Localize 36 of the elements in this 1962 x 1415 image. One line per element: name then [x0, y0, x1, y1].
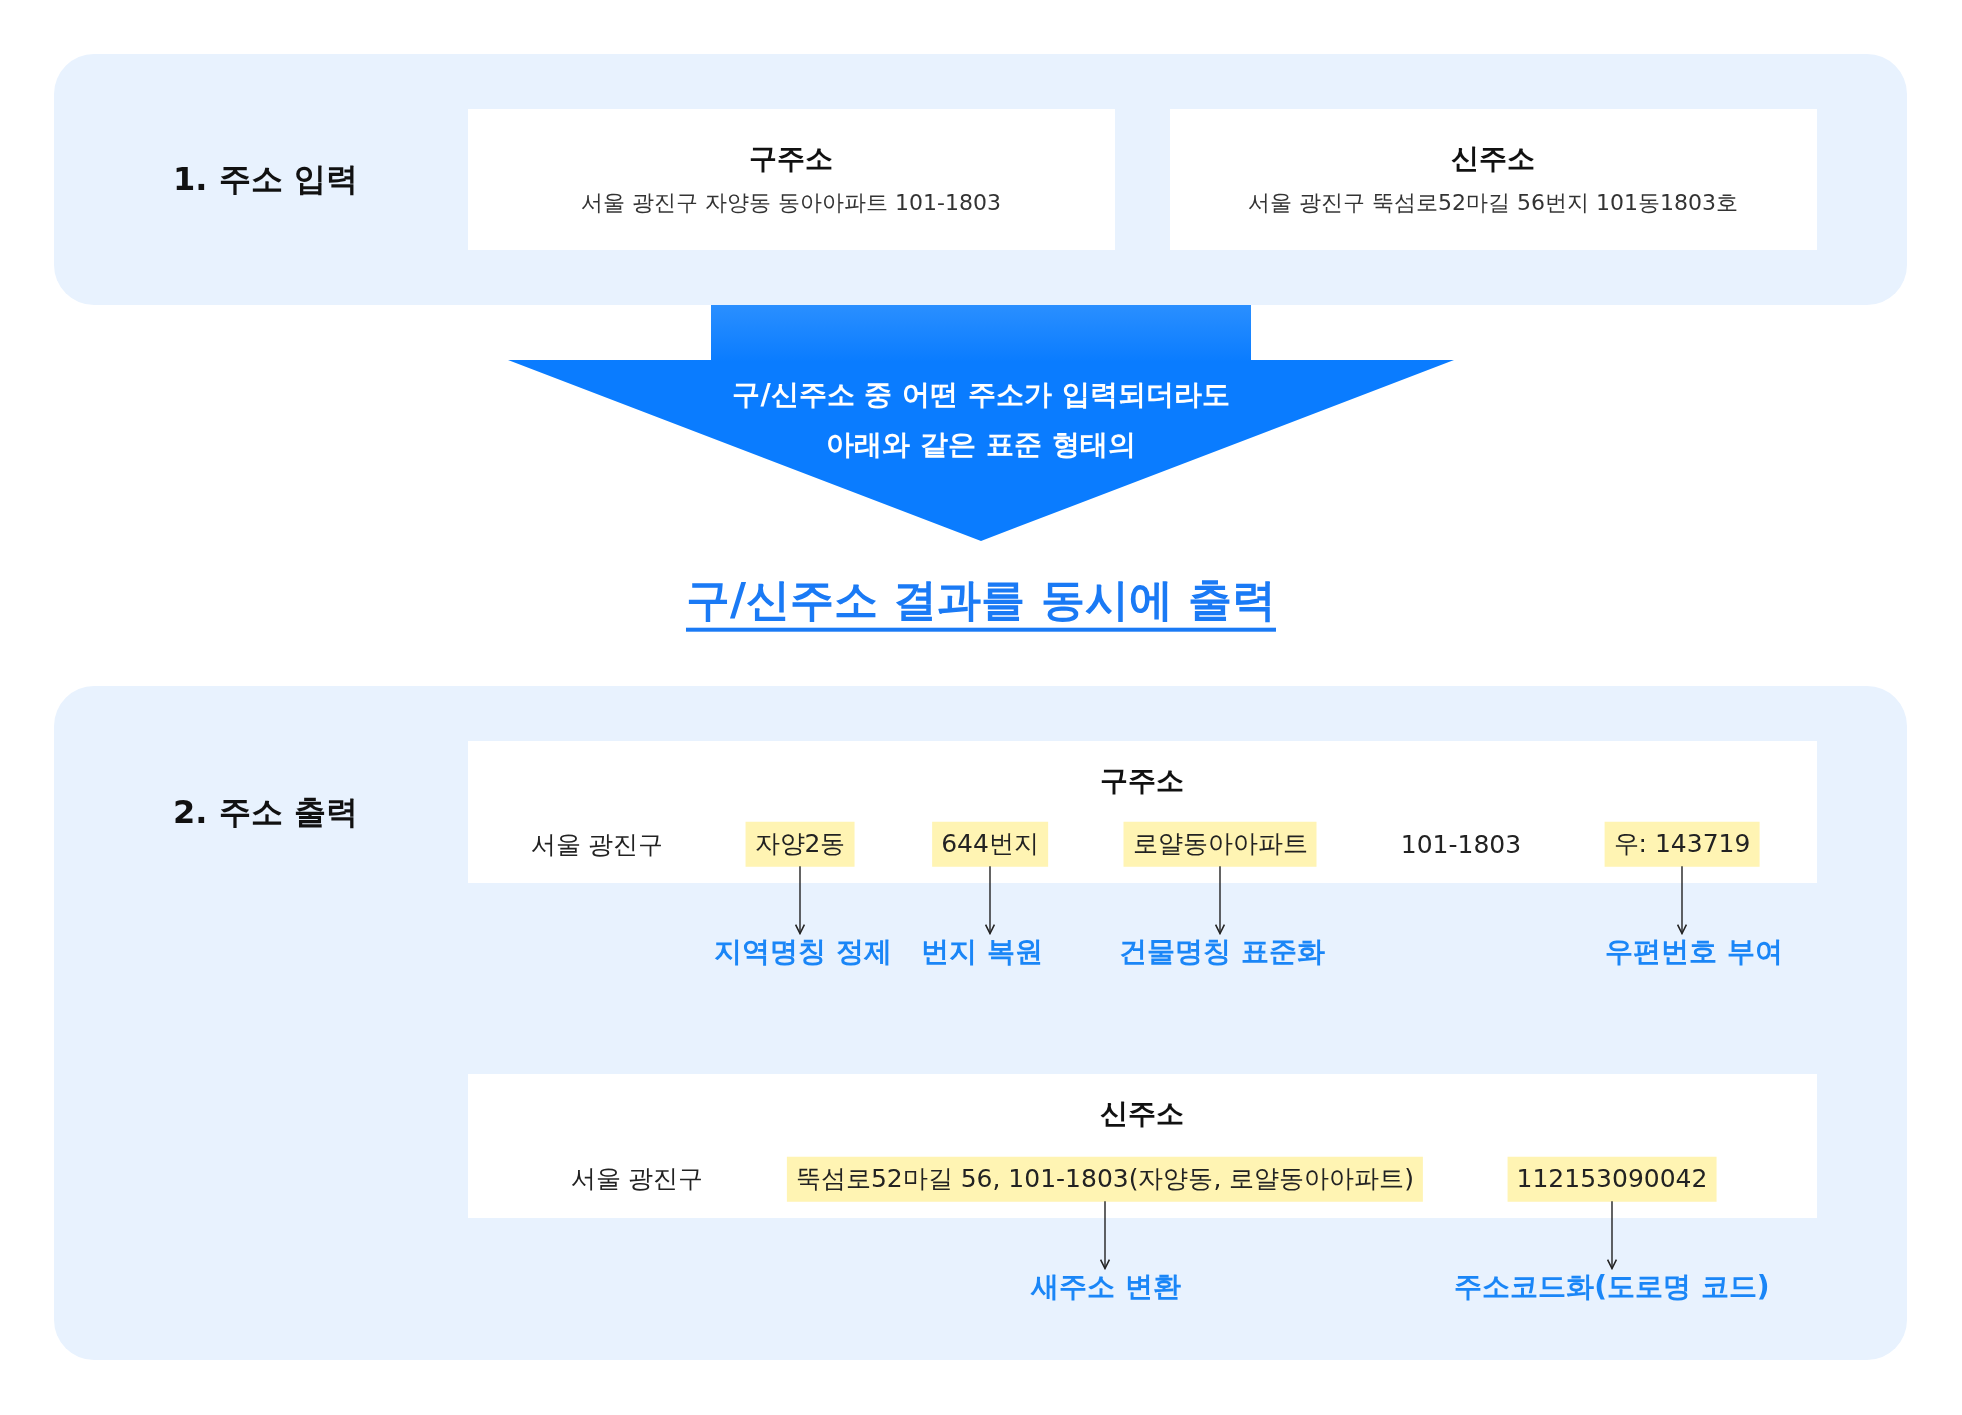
highlighted-address-part: 우: 143719: [1604, 821, 1760, 867]
card-title: 구주소: [749, 142, 833, 176]
step-label: 번지 복원: [921, 933, 1043, 969]
address-part: 서울 광진구: [530, 830, 664, 860]
highlighted-address-part: 로얄동아아파트: [1123, 821, 1317, 867]
step-label: 새주소 변환: [1031, 1268, 1181, 1304]
address-part: 101-1803: [1400, 830, 1522, 860]
arrow: [1606, 1200, 1618, 1270]
arrow: [1214, 865, 1226, 935]
arrow: [1676, 865, 1688, 935]
section-panel: [54, 686, 1907, 1360]
section-heading: 1. 주소 입력: [173, 159, 358, 199]
highlighted-address-part: 112153090042: [1507, 1156, 1717, 1202]
card-title: 구주소: [1100, 764, 1184, 798]
step-label: 건물명칭 표준화: [1119, 933, 1325, 969]
step-label: 주소코드화(도로명 코드): [1454, 1268, 1770, 1304]
address-card: [468, 1074, 1817, 1218]
arrow: [984, 865, 996, 935]
highlighted-address-part: 644번지: [932, 821, 1048, 867]
section-panel: [54, 54, 1907, 305]
arrow: [1099, 1200, 1111, 1270]
address-text: 서울 광진구 자양동 동아아파트 101-1803: [581, 189, 1001, 217]
headline-text: 구/신주소 결과를 동시에 출력: [686, 574, 1276, 632]
card-title: 신주소: [1100, 1097, 1184, 1131]
block-arrow: [508, 305, 1454, 541]
card-title: 신주소: [1451, 142, 1535, 176]
step-label: 우편번호 부여: [1605, 933, 1783, 969]
address-part: 서울 광진구: [570, 1164, 704, 1194]
arrow-text: 구/신주소 중 어떤 주소가 입력되더라도 아래와 같은 표준 형태의: [731, 377, 1231, 463]
address-card: [468, 741, 1817, 883]
section-heading: 2. 주소 출력: [173, 792, 358, 832]
arrow: [794, 865, 806, 935]
highlighted-address-part: 자양2동: [745, 821, 855, 867]
step-label: 지역명칭 정제: [714, 933, 892, 969]
highlighted-address-part: 뚝섬로52마길 56, 101-1803(자양동, 로얄동아아파트): [786, 1156, 1424, 1202]
address-text: 서울 광진구 뚝섬로52마길 56번지 101동1803호: [1248, 189, 1738, 217]
